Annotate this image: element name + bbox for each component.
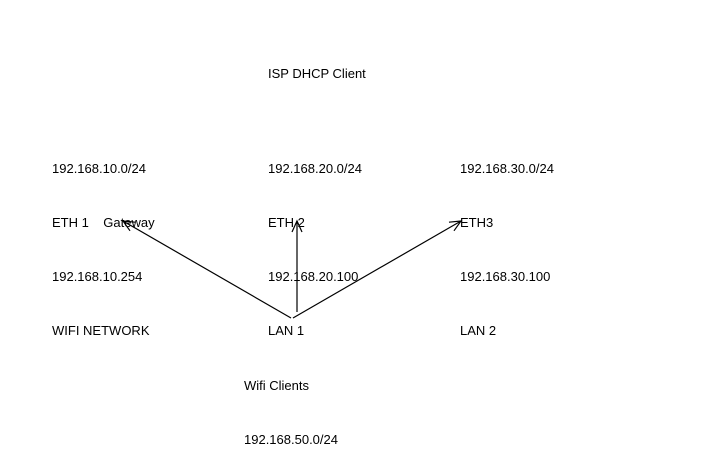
node-subnet: 192.168.20.0/24 (268, 161, 362, 176)
diagram-title: ISP DHCP Client (268, 29, 366, 101)
clients-subnet: 192.168.50.0/24 (244, 432, 338, 447)
connection-arrows (121, 219, 463, 319)
node-subnet: 192.168.30.0/24 (460, 161, 554, 176)
node-network-name: LAN 2 (460, 323, 497, 338)
node-address: 192.168.20.100 (268, 269, 359, 284)
node-address: 192.168.30.100 (460, 269, 551, 284)
node-subnet: 192.168.10.0/24 (52, 161, 146, 176)
arrow-to-eth3 (292, 220, 463, 319)
node-eth1-wifi-network: 192.168.10.0/24 ETH 1 Gateway 192.168.10… (52, 124, 155, 358)
node-eth2-lan1: 192.168.20.0/24 ETH 2 192.168.20.100 LAN… (268, 124, 362, 358)
arrow-to-eth1 (121, 220, 292, 319)
node-network-name: LAN 1 (268, 323, 305, 338)
node-eth3-lan2: 192.168.30.0/24 ETH3 192.168.30.100 LAN … (460, 124, 554, 358)
title-text: ISP DHCP Client (268, 66, 366, 81)
clients-label: Wifi Clients (244, 378, 310, 393)
node-interface: ETH3 (460, 215, 494, 230)
node-address: 192.168.10.254 (52, 269, 143, 284)
node-network-name: WIFI NETWORK (52, 323, 150, 338)
